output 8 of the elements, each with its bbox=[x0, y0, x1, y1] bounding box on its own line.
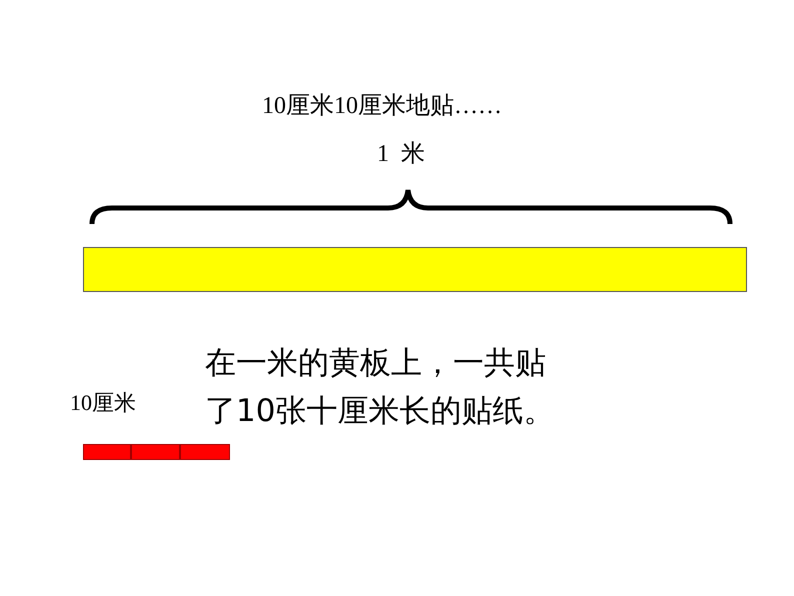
paper-strip bbox=[83, 444, 131, 460]
sentence: 在一米的黄板上，一共贴了10张十厘米长的贴纸。 bbox=[205, 344, 555, 431]
paper-strip bbox=[83, 247, 747, 292]
paper-strip bbox=[180, 444, 230, 460]
length-label: 10厘米 bbox=[70, 389, 136, 417]
length-label: 1 米 bbox=[377, 140, 425, 169]
paper-strip bbox=[131, 444, 180, 460]
length-label: 10厘米10厘米地贴…… bbox=[262, 92, 502, 121]
